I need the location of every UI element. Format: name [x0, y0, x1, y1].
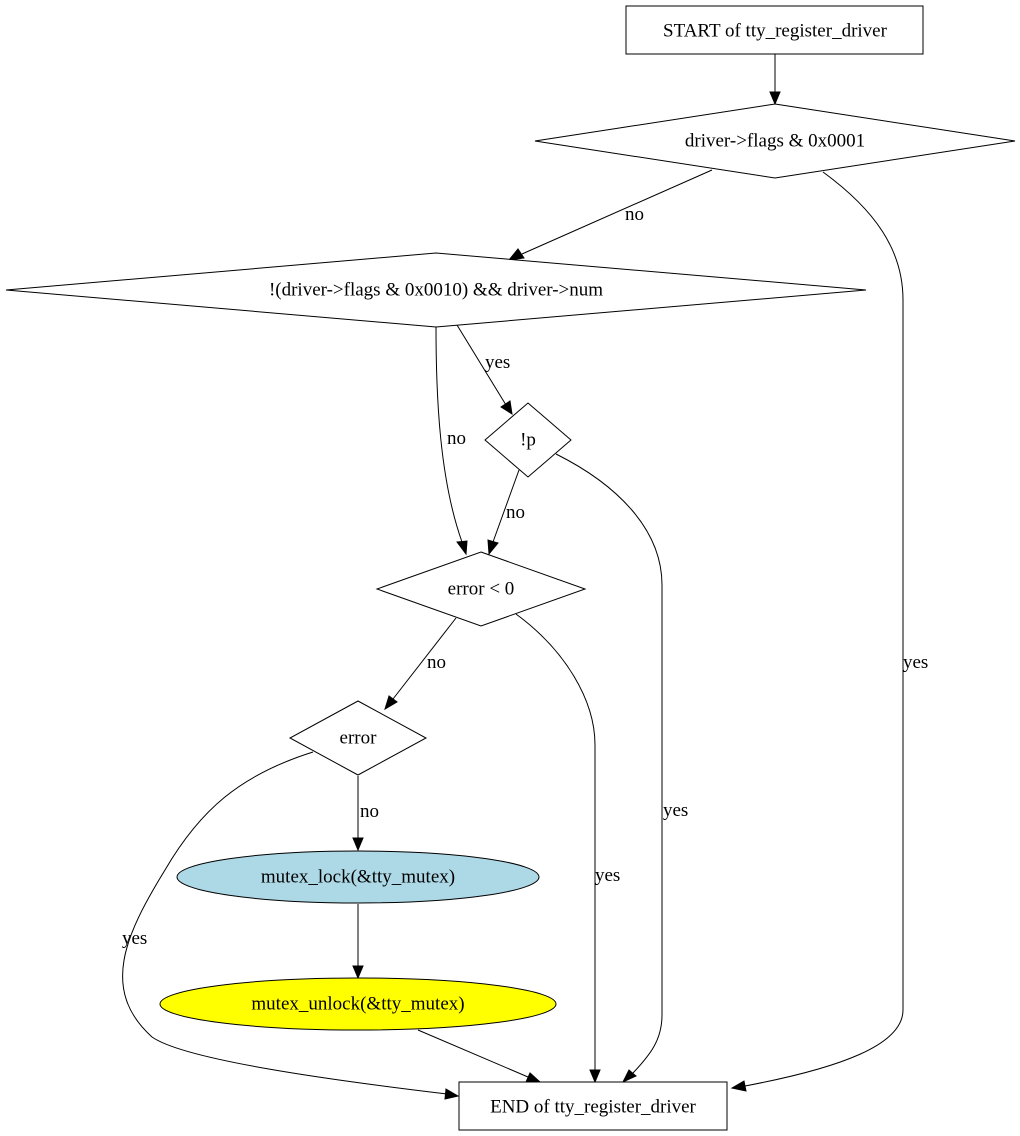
node-end-shape [458, 1081, 728, 1131]
edge-not-p-no: no [487, 469, 525, 556]
edge-mutex-lock-to-unlock [352, 904, 364, 980]
edge-error-no: no [352, 776, 379, 852]
edge-label-not-p-no: no [506, 502, 525, 523]
node-mutex-unlock: mutex_unlock(&tty_mutex) [159, 977, 557, 1031]
node-cond-flags-0001-shape [534, 103, 1016, 179]
edge-label-error-no: no [360, 801, 379, 822]
node-mutex-lock-shape [176, 850, 540, 904]
edge-label-error-yes: yes [122, 928, 147, 949]
node-start: START of tty_register_driver [625, 5, 924, 55]
node-cond-error-lt-0-shape [375, 551, 587, 627]
node-cond-flags-0001: driver->flags & 0x0001 [534, 103, 1016, 179]
edge-error-lt-0-no: no [384, 617, 457, 711]
node-cond-not-p-shape [484, 402, 572, 478]
edge-label-error-lt-0-no: no [427, 652, 446, 673]
edges: no yes yes no no yes [122, 54, 928, 1100]
edge-flags-0001-yes: yes [730, 171, 928, 1092]
node-mutex-unlock-label: mutex_unlock(&tty_mutex) [251, 993, 464, 1014]
edge-label-flags-0001-yes: yes [903, 652, 928, 673]
node-cond-flags-0010-num-label: !(driver->flags & 0x0010) && driver->num [269, 279, 603, 300]
edge-flags-0010-no: no [435, 326, 468, 556]
node-cond-flags-0010-num-shape [5, 252, 867, 328]
node-cond-error-label: error [340, 727, 378, 748]
edge-mutex-unlock-to-end [417, 1029, 542, 1083]
edge-not-p-yes: yes [555, 453, 688, 1084]
node-cond-flags-0010-num: !(driver->flags & 0x0010) && driver->num [5, 252, 867, 328]
edge-start-to-flags-0001 [769, 54, 781, 106]
edge-flags-0001-no: no [507, 169, 713, 261]
node-end: END of tty_register_driver [458, 1081, 728, 1131]
edge-label-flags-0001-no: no [625, 204, 644, 225]
node-end-label: END of tty_register_driver [490, 1096, 696, 1117]
edge-error-lt-0-yes: yes [515, 613, 620, 1084]
edge-label-flags-0010-no: no [447, 428, 466, 449]
edge-label-not-p-yes: yes [663, 800, 688, 821]
edge-flags-0010-yes: yes [456, 324, 513, 416]
node-start-label: START of tty_register_driver [663, 20, 888, 41]
nodes: START of tty_register_driver driver->fla… [5, 5, 1016, 1131]
edge-label-error-lt-0-yes: yes [595, 865, 620, 886]
node-cond-error-lt-0: error < 0 [375, 551, 587, 627]
node-mutex-lock: mutex_lock(&tty_mutex) [176, 850, 540, 904]
node-cond-not-p-label: !p [520, 429, 536, 450]
node-start-shape [625, 5, 924, 55]
node-cond-error-shape [288, 700, 428, 776]
edge-error-yes: yes [122, 751, 460, 1100]
node-cond-error: error [288, 700, 428, 776]
node-cond-not-p: !p [484, 402, 572, 478]
edge-label-flags-0010-yes: yes [485, 352, 510, 373]
node-mutex-unlock-shape [159, 977, 557, 1031]
node-mutex-lock-label: mutex_lock(&tty_mutex) [261, 866, 455, 887]
node-cond-error-lt-0-label: error < 0 [448, 578, 515, 599]
node-cond-flags-0001-label: driver->flags & 0x0001 [685, 130, 865, 151]
